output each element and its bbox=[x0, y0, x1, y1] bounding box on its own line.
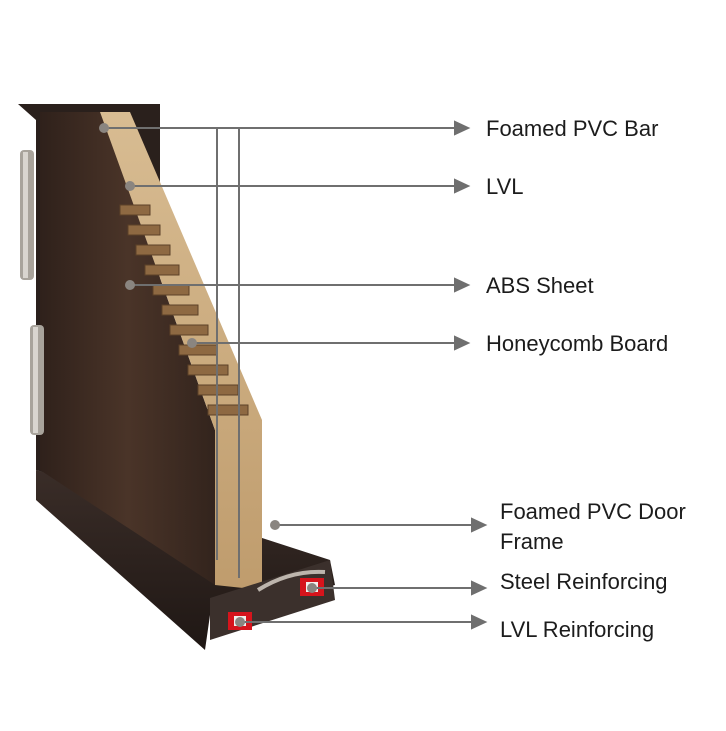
label-lvl: LVL bbox=[486, 172, 524, 202]
label-lvl-reinforcing: LVL Reinforcing bbox=[500, 615, 654, 645]
label-foamed-pvc-door-frame: Foamed PVC Door Frame bbox=[500, 497, 686, 557]
label-foamed-pvc-bar: Foamed PVC Bar bbox=[486, 114, 658, 144]
label-door-frame-line2: Frame bbox=[500, 527, 686, 557]
hinge-lower bbox=[30, 325, 44, 435]
label-door-frame-line1: Foamed PVC Door bbox=[500, 497, 686, 527]
label-honeycomb-board: Honeycomb Board bbox=[486, 329, 668, 359]
label-abs-sheet: ABS Sheet bbox=[486, 271, 594, 301]
hinge-upper bbox=[20, 150, 34, 280]
label-steel-reinforcing: Steel Reinforcing bbox=[500, 567, 668, 597]
